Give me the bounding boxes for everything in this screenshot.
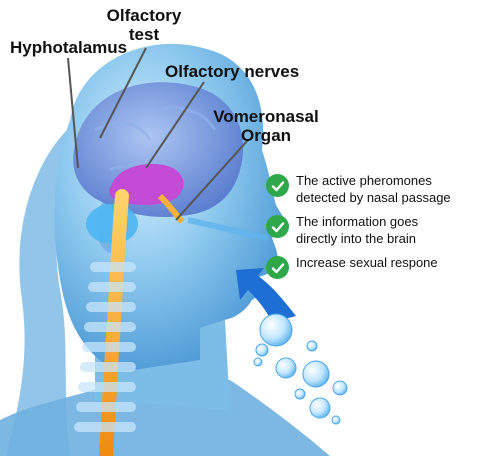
- shoulders: [0, 380, 330, 456]
- olfactory-tract: [157, 193, 185, 224]
- checklist-item-text: The active pheromones detected by nasal …: [296, 173, 451, 205]
- checklist-item: Increase sexual respone: [266, 254, 476, 279]
- checklist-item: The active pheromones detected by nasal …: [266, 172, 476, 206]
- inhale-arrow: [236, 268, 296, 322]
- checklist-item-text: The information goes directly into the b…: [296, 214, 419, 246]
- checklist-item-text: Increase sexual respone: [296, 255, 438, 270]
- ponytail: [6, 110, 100, 456]
- label-vomeronasal-organ: Vomeronasal Organ: [213, 107, 319, 145]
- checkmark-icon: [266, 174, 289, 197]
- pointer-hypothalamus: [67, 57, 79, 169]
- checkmark-icon: [266, 215, 289, 238]
- pointer-olfactory-nerves: [145, 81, 205, 169]
- checkmark-icon: [266, 256, 289, 279]
- label-hypothalamus: Hyphotalamus: [10, 38, 128, 57]
- benefit-checklist: The active pheromones detected by nasal …: [266, 172, 476, 285]
- pointer-vomeronasal: [175, 139, 249, 221]
- pointer-olfactory-test: [99, 47, 147, 139]
- nasal-passage: [187, 217, 269, 241]
- checklist-item: The information goes directly into the b…: [266, 213, 476, 247]
- label-olfactory-test: Olfactory test: [106, 6, 182, 44]
- label-olfactory-nerves: Olfactory nerves: [165, 62, 300, 81]
- scent-bubbles: [253, 313, 348, 425]
